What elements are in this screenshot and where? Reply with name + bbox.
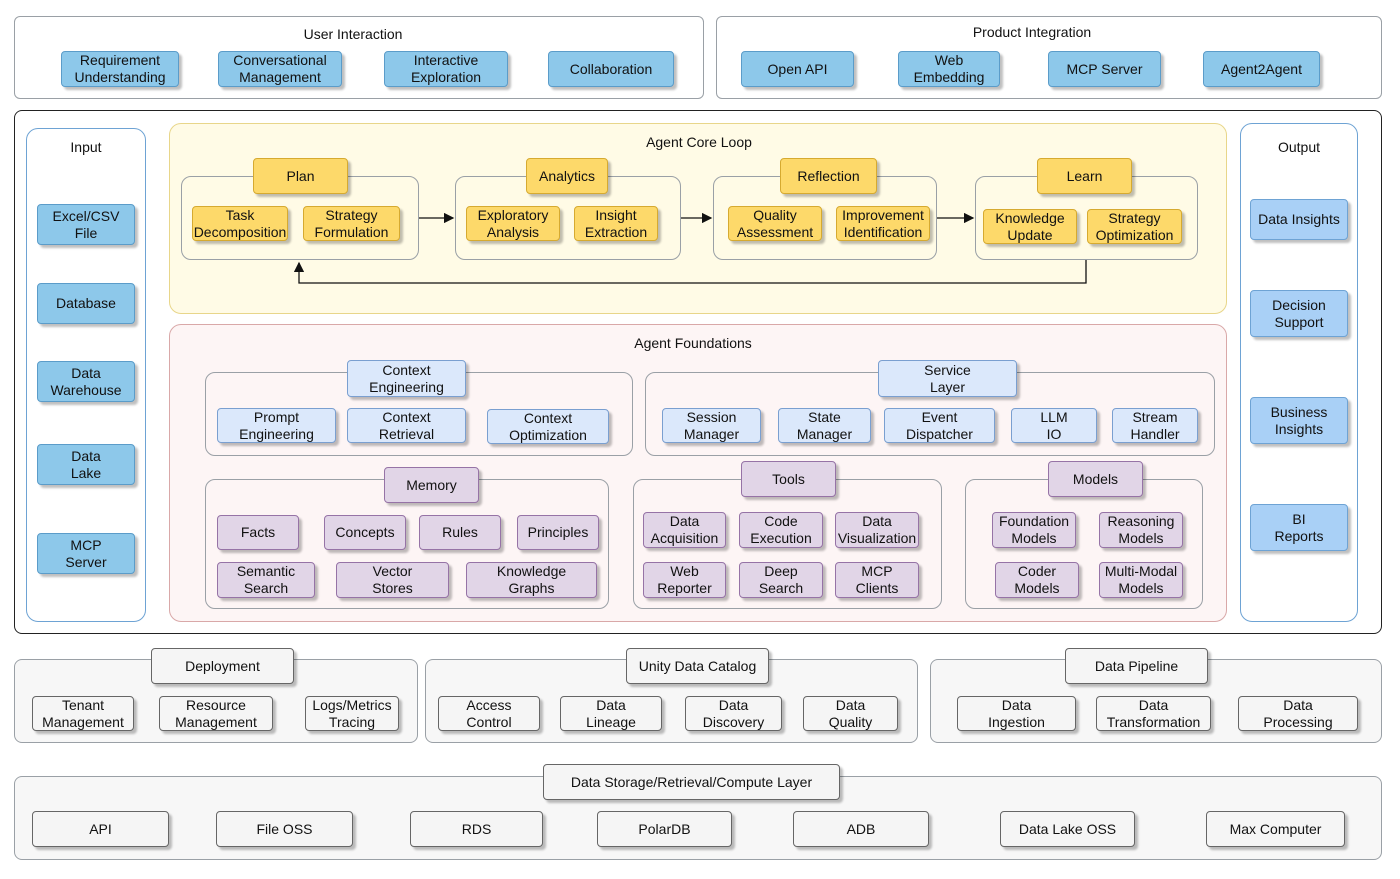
input-title: Input	[70, 139, 102, 155]
data-acquisition-box[interactable]: Data Acquisition	[643, 512, 726, 548]
logs-metrics-tracing-box[interactable]: Logs/Metrics Tracing	[305, 696, 399, 731]
rds-storage-box[interactable]: RDS	[410, 811, 543, 847]
llm-io-box[interactable]: LLM IO	[1011, 408, 1097, 443]
requirement-understanding-box[interactable]: Requirement Understanding	[61, 51, 179, 87]
unity-data-catalog-header[interactable]: Unity Data Catalog	[626, 648, 769, 684]
knowledge-update-box[interactable]: Knowledge Update	[983, 209, 1077, 244]
deep-search-box[interactable]: Deep Search	[739, 562, 823, 598]
facts-box[interactable]: Facts	[217, 515, 299, 550]
learn-stage[interactable]: Learn	[1037, 158, 1132, 194]
context-retrieval-box[interactable]: Context Retrieval	[347, 408, 466, 443]
web-reporter-box[interactable]: Web Reporter	[643, 562, 726, 598]
data-quality-box[interactable]: Data Quality	[803, 696, 898, 731]
agent2agent-box[interactable]: Agent2Agent	[1203, 51, 1320, 87]
strategy-formulation-box[interactable]: Strategy Formulation	[303, 206, 400, 241]
file-oss-storage-box[interactable]: File OSS	[216, 811, 353, 847]
data-ingestion-box[interactable]: Data Ingestion	[957, 696, 1076, 731]
data-lineage-box[interactable]: Data Lineage	[560, 696, 662, 731]
prompt-engineering-box[interactable]: Prompt Engineering	[217, 408, 336, 443]
models-header[interactable]: Models	[1048, 461, 1143, 497]
improvement-identification-box[interactable]: Improvement Identification	[836, 206, 930, 241]
output-title: Output	[1277, 139, 1321, 155]
concepts-box[interactable]: Concepts	[324, 515, 406, 550]
decision-support-output-box[interactable]: Decision Support	[1250, 290, 1348, 337]
adb-storage-box[interactable]: ADB	[793, 811, 929, 847]
task-decomposition-box[interactable]: Task Decomposition	[192, 206, 288, 241]
coder-models-box[interactable]: Coder Models	[995, 562, 1079, 598]
principles-box[interactable]: Principles	[517, 515, 599, 550]
max-computer-storage-box[interactable]: Max Computer	[1206, 811, 1345, 847]
database-input-box[interactable]: Database	[37, 283, 135, 324]
code-execution-box[interactable]: Code Execution	[739, 512, 823, 548]
semantic-search-box[interactable]: Semantic Search	[217, 562, 315, 598]
collaboration-box[interactable]: Collaboration	[548, 51, 674, 87]
interactive-exploration-box[interactable]: Interactive Exploration	[384, 51, 508, 87]
insight-extraction-box[interactable]: Insight Extraction	[574, 206, 658, 241]
user-interaction-title: User Interaction	[303, 26, 403, 42]
conversational-management-box[interactable]: Conversational Management	[218, 51, 342, 87]
stream-handler-box[interactable]: Stream Handler	[1112, 408, 1198, 443]
access-control-box[interactable]: Access Control	[438, 696, 540, 731]
data-lake-oss-storage-box[interactable]: Data Lake OSS	[1000, 811, 1135, 847]
web-embedding-box[interactable]: Web Embedding	[898, 51, 1000, 87]
business-insights-output-box[interactable]: Business Insights	[1250, 397, 1348, 444]
multi-modal-models-box[interactable]: Multi-Modal Models	[1099, 562, 1183, 598]
vector-stores-box[interactable]: Vector Stores	[336, 562, 449, 598]
context-optimization-box[interactable]: Context Optimization	[487, 409, 609, 444]
state-manager-box[interactable]: State Manager	[778, 408, 871, 443]
open-api-box[interactable]: Open API	[741, 51, 854, 87]
resource-management-box[interactable]: Resource Management	[159, 696, 273, 731]
polardb-storage-box[interactable]: PolarDB	[597, 811, 732, 847]
mcp-server-input-box[interactable]: MCP Server	[37, 533, 135, 574]
data-lake-input-box[interactable]: Data Lake	[37, 444, 135, 485]
quality-assessment-box[interactable]: Quality Assessment	[728, 206, 822, 241]
session-manager-box[interactable]: Session Manager	[662, 408, 761, 443]
foundation-models-box[interactable]: Foundation Models	[992, 512, 1076, 548]
product-integration-title: Product Integration	[972, 24, 1092, 40]
strategy-optimization-box[interactable]: Strategy Optimization	[1087, 209, 1182, 244]
memory-header[interactable]: Memory	[384, 467, 479, 503]
mcp-clients-box[interactable]: MCP Clients	[835, 562, 919, 598]
excel-csv-input-box[interactable]: Excel/CSV File	[37, 204, 135, 245]
data-transformation-box[interactable]: Data Transformation	[1096, 696, 1211, 731]
context-engineering-header[interactable]: Context Engineering	[347, 360, 466, 397]
data-processing-box[interactable]: Data Processing	[1238, 696, 1358, 731]
analytics-stage[interactable]: Analytics	[526, 158, 608, 194]
core-loop-title: Agent Core Loop	[646, 134, 752, 150]
rules-box[interactable]: Rules	[419, 515, 501, 550]
storage-layer-header[interactable]: Data Storage/Retrieval/Compute Layer	[543, 764, 840, 800]
data-warehouse-input-box[interactable]: Data Warehouse	[37, 361, 135, 402]
learn-to-plan-feedback-arrow	[293, 260, 1087, 284]
data-visualization-box[interactable]: Data Visualization	[835, 512, 919, 548]
reasoning-models-box[interactable]: Reasoning Models	[1099, 512, 1183, 548]
deployment-header[interactable]: Deployment	[151, 648, 294, 684]
api-storage-box[interactable]: API	[32, 811, 169, 847]
foundations-title: Agent Foundations	[634, 335, 752, 351]
data-pipeline-header[interactable]: Data Pipeline	[1065, 648, 1208, 684]
tools-header[interactable]: Tools	[741, 461, 836, 497]
event-dispatcher-box[interactable]: Event Dispatcher	[884, 408, 995, 443]
knowledge-graphs-box[interactable]: Knowledge Graphs	[466, 562, 597, 598]
service-layer-header[interactable]: Service Layer	[878, 360, 1017, 397]
reflection-stage[interactable]: Reflection	[780, 158, 877, 194]
plan-stage[interactable]: Plan	[253, 158, 348, 194]
data-insights-output-box[interactable]: Data Insights	[1250, 199, 1348, 240]
data-discovery-box[interactable]: Data Discovery	[685, 696, 782, 731]
tenant-management-box[interactable]: Tenant Management	[32, 696, 134, 731]
mcp-server-integration-box[interactable]: MCP Server	[1048, 51, 1161, 87]
bi-reports-output-box[interactable]: BI Reports	[1250, 504, 1348, 551]
exploratory-analysis-box[interactable]: Exploratory Analysis	[466, 206, 560, 241]
